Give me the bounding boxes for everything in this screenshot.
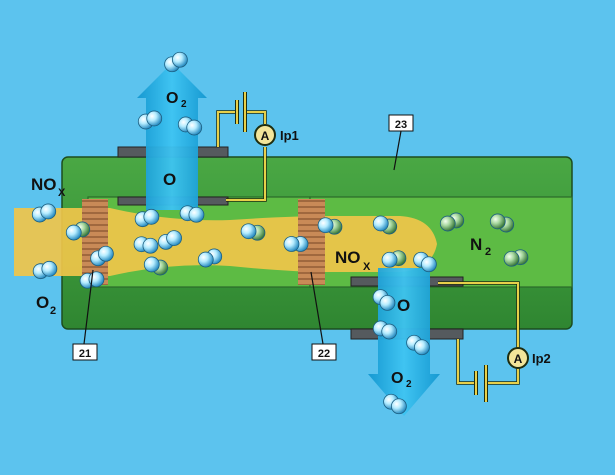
label-o-top: O	[163, 170, 176, 189]
oxygen-molecule-icon	[31, 203, 57, 223]
circuit-ip1-wire-right-inner	[246, 111, 266, 124]
label-o2-out-top: O	[166, 90, 178, 107]
nox-molecule-icon	[240, 223, 266, 241]
oxygen-molecule-icon	[133, 236, 159, 254]
oxygen-molecule-icon	[177, 116, 203, 136]
oxygen-molecule-icon	[372, 289, 396, 311]
oxygen-molecule-icon	[134, 208, 160, 228]
nox-molecule-icon	[381, 250, 407, 268]
label-o2-out-bottom: O	[391, 370, 403, 387]
label-o2-inlet: O	[36, 293, 49, 312]
leader-23	[393, 130, 402, 171]
circuit-ip2-wire-left	[456, 339, 476, 385]
callout-21: 21	[79, 348, 91, 360]
oxygen-molecule-icon	[197, 248, 223, 268]
label-o2-inlet-sub: 2	[50, 305, 56, 317]
oxygen-molecule-icon	[406, 334, 430, 356]
nox-molecule-icon	[317, 217, 343, 235]
circuit-ip2-wire-inner	[438, 282, 519, 349]
circuit-ip2-wire-bottom	[486, 368, 520, 385]
nitrogen-molecule-icon	[503, 249, 529, 267]
oxygen-molecule-icon	[283, 236, 309, 252]
callout-22: 22	[318, 348, 330, 360]
oxygen-molecule-icon	[179, 205, 205, 223]
oxygen-molecule-icon	[158, 230, 182, 250]
circuit-ip1	[216, 110, 236, 147]
label-ip2: Ip2	[532, 351, 551, 366]
label-nox-cavity-sub: X	[363, 261, 371, 273]
oxygen-molecule-icon	[164, 51, 188, 73]
oxygen-molecule-icon	[413, 251, 437, 273]
circuit-ip2-wire-left-inner	[457, 339, 476, 384]
oxygen-molecule-icon	[383, 393, 407, 415]
ammeter-symbol-2: A	[514, 352, 523, 366]
oxygen-pump-out-arrow-top	[137, 63, 207, 210]
nox-molecule-icon	[143, 256, 169, 276]
callout-23: 23	[395, 119, 407, 131]
battery-ip1-icon	[235, 92, 247, 132]
oxygen-molecule-icon	[372, 320, 398, 340]
oxygen-molecule-icon	[90, 245, 114, 267]
molecule-layer	[31, 51, 529, 415]
callout-box-21	[72, 343, 98, 361]
label-n2: N	[470, 235, 482, 254]
oxygen-molecule-icon	[32, 260, 58, 280]
callout-box-22	[311, 343, 337, 361]
leader-22	[310, 271, 324, 345]
label-o2-out-bottom-sub: 2	[406, 379, 412, 390]
label-o-bottom: O	[397, 296, 410, 315]
label-o2-out-top-sub: 2	[181, 99, 187, 110]
label-nox-cavity: NO	[335, 248, 361, 267]
oxygen-molecule-icon	[137, 110, 163, 130]
diffusion-barrier-21	[82, 199, 108, 285]
circuit-ip1-wire-right	[246, 110, 267, 124]
nitrogen-molecule-icon	[439, 212, 465, 232]
battery-ip2-icon	[474, 365, 488, 402]
ammeter-symbol-1: A	[261, 129, 270, 143]
circuit-ip2-wire-bottom-inner	[486, 368, 519, 384]
label-nox-inlet: NO	[31, 175, 57, 194]
nox-molecule-icon	[65, 221, 91, 241]
label-n2-sub: 2	[485, 246, 491, 258]
label-ip1: Ip1	[280, 128, 299, 143]
label-nox-inlet-sub: X	[58, 187, 66, 199]
ammeter-ip1-icon: A	[254, 124, 276, 146]
ammeter-ip2-icon: A	[507, 347, 529, 369]
callout-box-23	[388, 114, 414, 132]
nitrogen-molecule-icon	[489, 213, 515, 233]
nox-molecule-icon	[372, 215, 398, 235]
circuit-ip1-wire	[217, 111, 236, 147]
leader-21	[83, 269, 94, 345]
circuit-ip1-wire-down-inner	[226, 147, 266, 201]
